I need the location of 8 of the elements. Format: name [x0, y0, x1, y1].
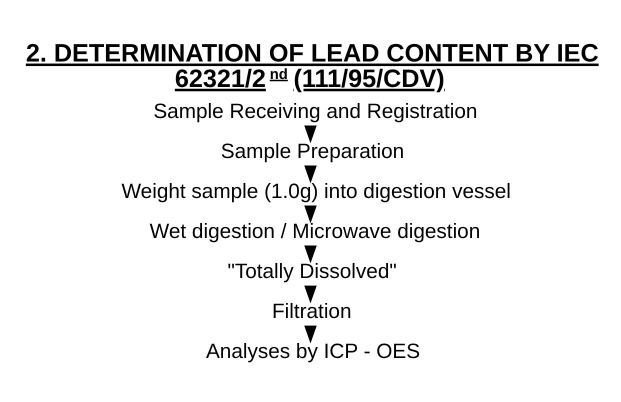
node-text: "Totally Dissolved" — [227, 260, 397, 283]
node-text: Wet digestion / Microwave digestion — [150, 220, 480, 243]
node-text: Analyses by ICP - OES — [206, 340, 420, 363]
node-text: Weight sample (1.0g) into digestion vessel — [121, 180, 511, 203]
node-text: Sample Preparation — [220, 140, 404, 163]
diagram-title: 2. DETERMINATION OF LEAD CONTENT BY IEC 62321/2$^{nd}$ (111/95/CDV) — [26, 39, 599, 92]
node-text: Filtration — [272, 300, 352, 323]
node-text: Sample Receiving and Registration — [153, 100, 478, 123]
